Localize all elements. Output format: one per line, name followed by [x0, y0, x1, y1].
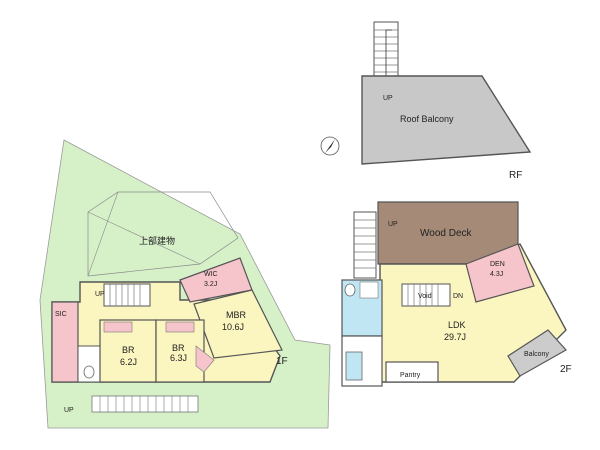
first-floor-stair	[103, 283, 151, 307]
roof-floor-label: RF	[509, 170, 522, 181]
void-stair	[401, 283, 451, 307]
pantry	[385, 361, 439, 383]
entry-steps	[91, 395, 199, 413]
first-floor-label: 1F	[276, 356, 288, 367]
mbr-name: MBR	[226, 310, 247, 320]
dn-label: DN	[453, 293, 463, 300]
ldk-size: 29.7J	[444, 332, 466, 342]
roof-stair-up-label: UP	[383, 95, 393, 102]
second-up-label: UP	[388, 221, 398, 228]
wic-size: 3.2J	[204, 281, 217, 288]
sic-label: SIC	[55, 311, 67, 318]
bedroom-left-size: 6.2J	[120, 357, 137, 367]
bedroom-right-name: BR	[172, 343, 185, 353]
den-size: 4.3J	[490, 271, 503, 278]
ldk-name: LDK	[448, 320, 466, 330]
den-name: DEN	[490, 261, 505, 268]
void-label: Void	[418, 293, 432, 300]
second-floor-stair	[353, 211, 377, 279]
pantry-label: Pantry	[400, 372, 421, 379]
second-balcony	[507, 329, 567, 377]
entry-up-label: UP	[64, 407, 74, 414]
wic-name: WIC	[204, 271, 218, 278]
mbr-size: 10.6J	[222, 322, 244, 332]
roof-floor: UP Roof Balcony RF	[361, 21, 532, 181]
first-stair-up-label: UP	[95, 291, 105, 298]
den-room	[465, 243, 535, 303]
bedroom-right-size: 6.3J	[170, 353, 187, 363]
first-floor: 上部建物 SIC UP WIC 3.2J MBR 10.6J B	[39, 139, 331, 429]
north-arrow-icon	[320, 136, 340, 156]
second-balcony-label: Balcony	[524, 351, 549, 358]
upper-building-label: 上部建物	[139, 235, 175, 246]
bathtub	[345, 351, 363, 381]
roof-balcony	[361, 75, 532, 165]
bedroom-left-name: BR	[122, 345, 135, 355]
sic-room	[51, 301, 79, 383]
mbr-room	[193, 289, 283, 359]
second-floor-label: 2F	[560, 364, 572, 375]
wood-deck-label: Wood Deck	[420, 228, 473, 239]
second-floor: Wood Deck DEN 4.3J UP Voi	[341, 201, 572, 387]
roof-balcony-label: Roof Balcony	[400, 114, 454, 124]
